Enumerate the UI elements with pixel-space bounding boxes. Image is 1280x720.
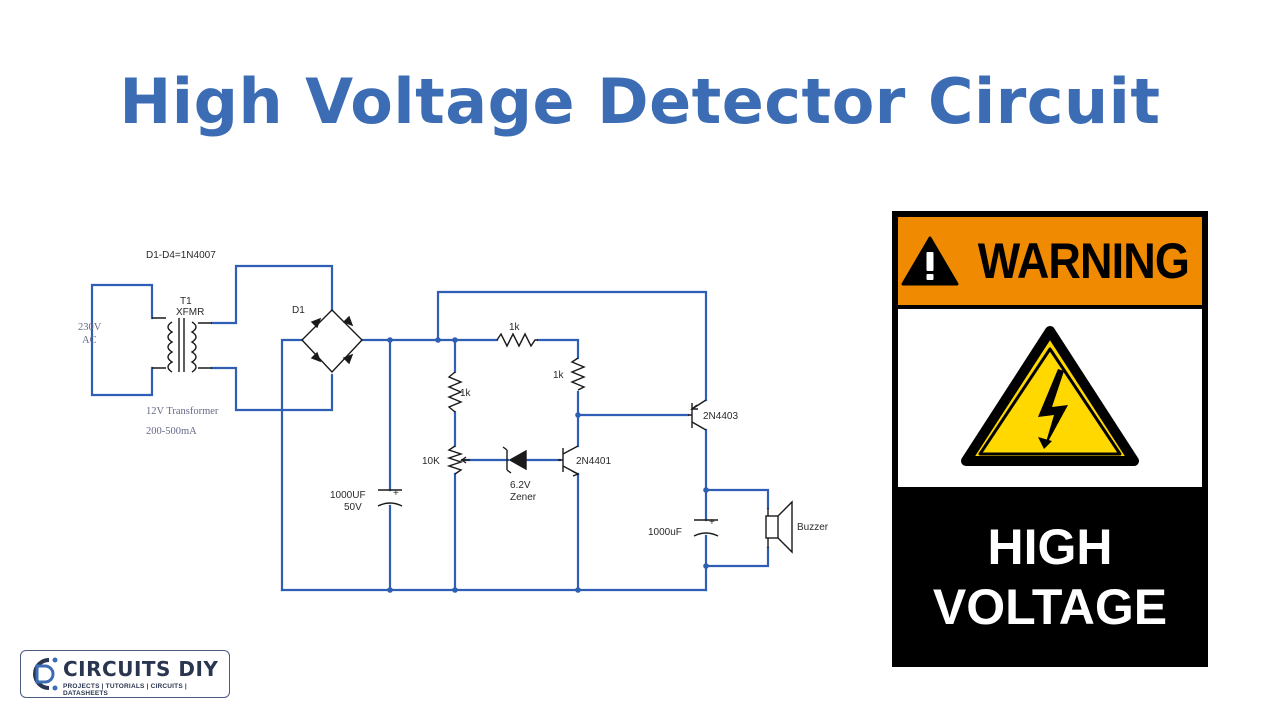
transistor-q2 [688, 399, 707, 431]
source-type-label: AC [82, 335, 97, 346]
transformer-type-label: XFMR [176, 307, 204, 318]
ac-input-wire [90, 283, 154, 397]
zener-type-label: Zener [510, 492, 537, 503]
r-left-label: 1k [460, 388, 472, 399]
labels: D1-D4=1N4007 230V AC T1 XFMR 12V Transfo… [78, 250, 829, 538]
components [152, 309, 793, 554]
diodes-label: D1-D4=1N4007 [146, 250, 216, 261]
cap2 [693, 519, 719, 537]
pot-label: 10K [422, 456, 440, 467]
junction-node [575, 587, 581, 593]
buzzer-label: Buzzer [797, 522, 829, 533]
logo-brand: CIRCUITS DIY [63, 657, 219, 681]
hazard-panel [898, 309, 1202, 487]
buzzer [765, 500, 793, 554]
junction-node [435, 337, 441, 343]
potentiometer [446, 445, 470, 475]
zener-diode [502, 446, 527, 474]
bridge-label: D1 [292, 305, 305, 316]
junction-node [452, 587, 458, 593]
r-right-label: 1k [553, 370, 565, 381]
zener-value-label: 6.2V [510, 480, 531, 491]
warning-header: WARNING [898, 217, 1202, 305]
high-text: HIGH [987, 519, 1113, 575]
transformer-current-label: 200-500mA [146, 426, 197, 437]
warning-text: WARNING [977, 233, 1189, 289]
logo-tagline: PROJECTS | TUTORIALS | CIRCUITS | DATASH… [63, 683, 187, 697]
resistor-right [570, 357, 586, 391]
high-voltage-lightning-icon [961, 326, 1139, 466]
cap2-label: 1000uF [648, 527, 682, 538]
bridge-negative-wire [280, 338, 304, 592]
cap1-value-label: 1000UF [330, 490, 366, 501]
nodes [387, 337, 709, 593]
resistor-top [496, 332, 538, 348]
exclamation-triangle-icon [901, 236, 959, 286]
bridge-rectifier [301, 309, 363, 374]
logo-mark-icon [33, 657, 58, 691]
page-title: High Voltage Detector Circuit [119, 65, 1161, 138]
junction-node [387, 587, 393, 593]
junction-node [575, 412, 581, 418]
transformer-ref-label: T1 [180, 296, 192, 307]
r-top-wire [453, 338, 690, 417]
junction-node [703, 563, 709, 569]
top-rail [436, 290, 708, 402]
q1-label: 2N4401 [576, 456, 611, 467]
junction-node [703, 487, 709, 493]
warning-sign: WARNING HIGH VOLTAGE [892, 211, 1208, 667]
voltage-text: VOLTAGE [932, 579, 1168, 635]
resistor-left [447, 371, 463, 413]
transformer-desc-label: 12V Transformer [146, 406, 219, 417]
r-top-label: 1k [509, 322, 521, 333]
transistor-q1 [558, 445, 580, 477]
cap2-plus: + [709, 517, 715, 528]
high-voltage-panel: HIGH VOLTAGE [898, 491, 1202, 661]
secondary-top-wire [210, 264, 334, 325]
q2-wire [704, 428, 770, 592]
q2-label: 2N4403 [703, 411, 738, 422]
source-voltage-label: 230V [78, 322, 102, 333]
junction-node [387, 337, 393, 343]
cap1-plus: + [393, 488, 399, 499]
circuits-diy-logo: CIRCUITS DIY PROJECTS | TUTORIALS | CIRC… [20, 650, 230, 698]
junction-node [452, 337, 458, 343]
circuit-diagram: D1-D4=1N4007 230V AC T1 XFMR 12V Transfo… [78, 250, 829, 593]
cap1-voltage-label: 50V [344, 502, 362, 513]
transformer [152, 317, 212, 373]
cap1 [377, 489, 403, 507]
secondary-bottom-wire [210, 366, 334, 412]
